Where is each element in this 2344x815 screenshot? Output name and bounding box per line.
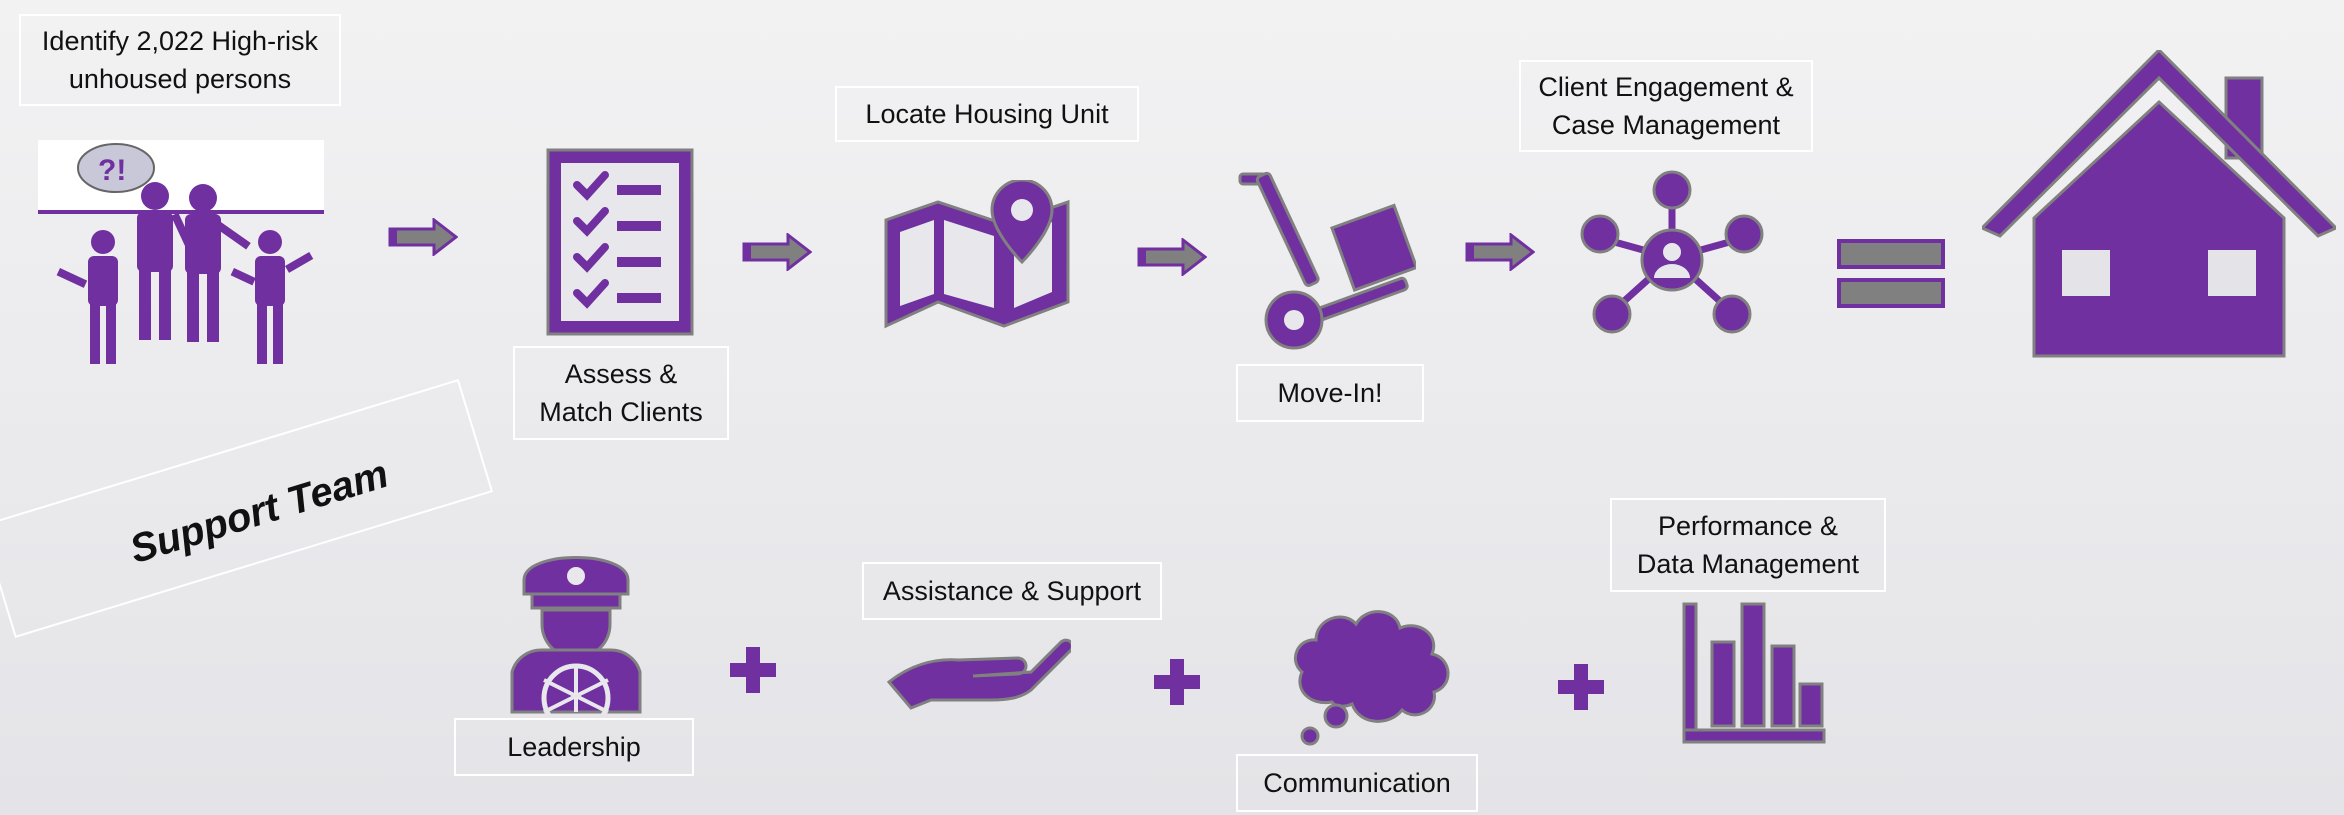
communication-label: Communication: [1236, 754, 1478, 812]
engagement-label: Client Engagement & Case Management: [1519, 60, 1813, 152]
assistance-label: Assistance & Support: [862, 562, 1162, 620]
map-pin-icon: [884, 180, 1070, 329]
network-hub-icon: [1580, 170, 1764, 334]
house-icon: [1982, 50, 2336, 358]
move-in-label: Move-In!: [1236, 364, 1424, 422]
leadership-label: Leadership: [454, 718, 694, 776]
assess-label: Assess & Match Clients: [513, 346, 729, 440]
plus-icon: [1558, 664, 1604, 710]
flow-arrow-icon: [1465, 233, 1535, 271]
flow-arrow-icon: [388, 218, 458, 256]
captain-leadership-icon: [510, 556, 642, 714]
flow-arrow-icon: [1137, 238, 1207, 276]
checklist-icon: [546, 148, 694, 336]
equals-icon: [1837, 239, 1945, 308]
svg-text:?!: ?!: [98, 154, 126, 187]
hand-truck-icon: [1238, 171, 1416, 350]
plus-icon: [1154, 659, 1200, 705]
open-hand-icon: [886, 638, 1071, 710]
people-group-icon: ?!: [38, 140, 324, 364]
bar-chart-icon: [1682, 602, 1826, 744]
thought-cloud-icon: [1294, 610, 1450, 746]
locate-label: Locate Housing Unit: [835, 86, 1139, 142]
identify-label: Identify 2,022 High-risk unhoused person…: [19, 14, 341, 106]
flow-arrow-icon: [742, 233, 812, 271]
performance-label: Performance & Data Management: [1610, 498, 1886, 592]
plus-icon: [730, 647, 776, 693]
